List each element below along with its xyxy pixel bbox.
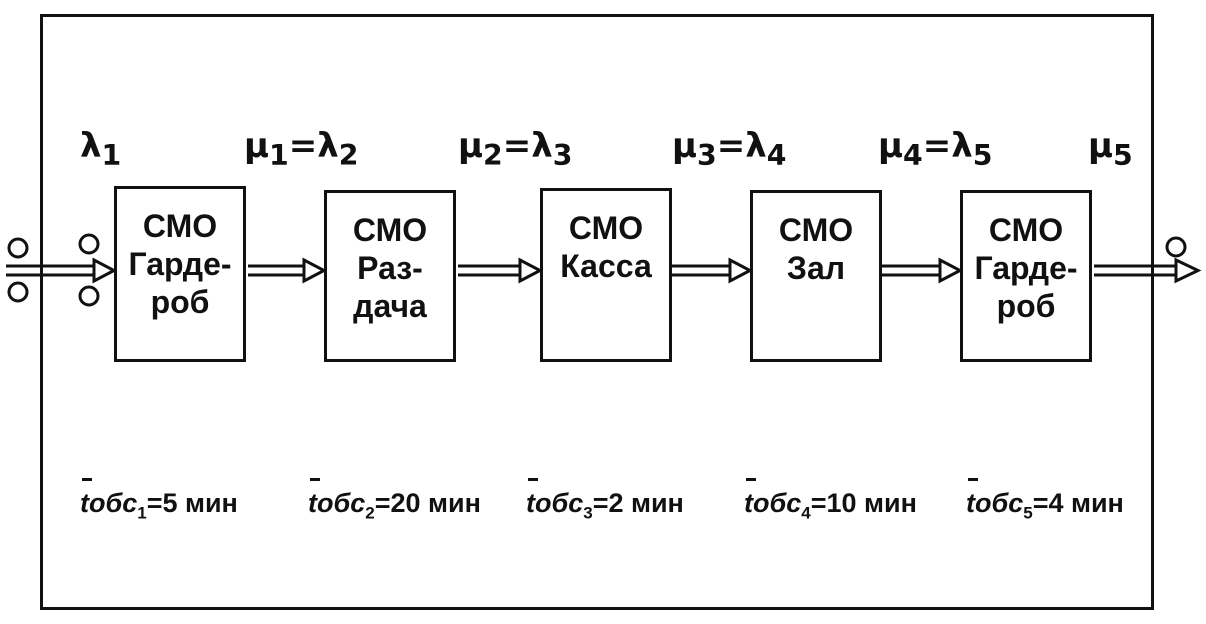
service-time-1: tобс1=5 мин xyxy=(80,478,238,523)
box-line: СМО xyxy=(568,210,644,246)
flow-label-2: μ1=λ2 xyxy=(244,126,359,172)
box-line: СМО xyxy=(142,208,218,244)
flow-label-4: μ3=λ4 xyxy=(672,126,787,172)
box-line: Зал xyxy=(786,250,846,286)
box-line: дача xyxy=(353,288,427,324)
smo-box-cashier: СМО Касса xyxy=(540,188,672,362)
box-line: СМО xyxy=(778,212,854,248)
input-request-circle xyxy=(7,237,29,259)
smo-box-wardrobe-in: СМО Гарде- роб xyxy=(114,186,246,362)
arrow-output xyxy=(1094,257,1202,284)
smo-box-hall: СМО Зал xyxy=(750,190,882,362)
output-request-circle xyxy=(1165,236,1187,258)
diagram-frame xyxy=(40,14,1154,610)
box-line: СМО xyxy=(988,212,1064,248)
flow-label-6: μ5 xyxy=(1088,126,1133,172)
smo-box-wardrobe-out: СМО Гарде- роб xyxy=(960,190,1092,362)
box-line: Раз- xyxy=(357,250,423,286)
service-time-5: tобс5=4 мин xyxy=(966,478,1124,523)
flow-label-1: λ1 xyxy=(80,126,122,172)
input-request-circle xyxy=(78,233,100,255)
arrow-3-4 xyxy=(670,257,754,284)
service-time-2: tобс2=20 мин xyxy=(308,478,481,523)
arrow-2-3 xyxy=(458,257,544,284)
flow-label-3: μ2=λ3 xyxy=(458,126,573,172)
input-request-circle xyxy=(78,285,100,307)
flow-label-5: μ4=λ5 xyxy=(878,126,993,172)
arrow-1-2 xyxy=(248,257,328,284)
box-line: Гарде- xyxy=(974,250,1078,286)
service-time-4: tобс4=10 мин xyxy=(744,478,917,523)
input-request-circle xyxy=(7,281,29,303)
box-line: Гарде- xyxy=(128,246,232,282)
box-line: СМО xyxy=(352,212,428,248)
arrow-input xyxy=(6,257,118,284)
smo-box-distribution: СМО Раз- дача xyxy=(324,190,456,362)
arrow-4-5 xyxy=(882,257,964,284)
box-line: роб xyxy=(150,284,210,320)
box-line: роб xyxy=(996,288,1056,324)
service-time-3: tобс3=2 мин xyxy=(526,478,684,523)
box-line: Касса xyxy=(560,248,652,284)
